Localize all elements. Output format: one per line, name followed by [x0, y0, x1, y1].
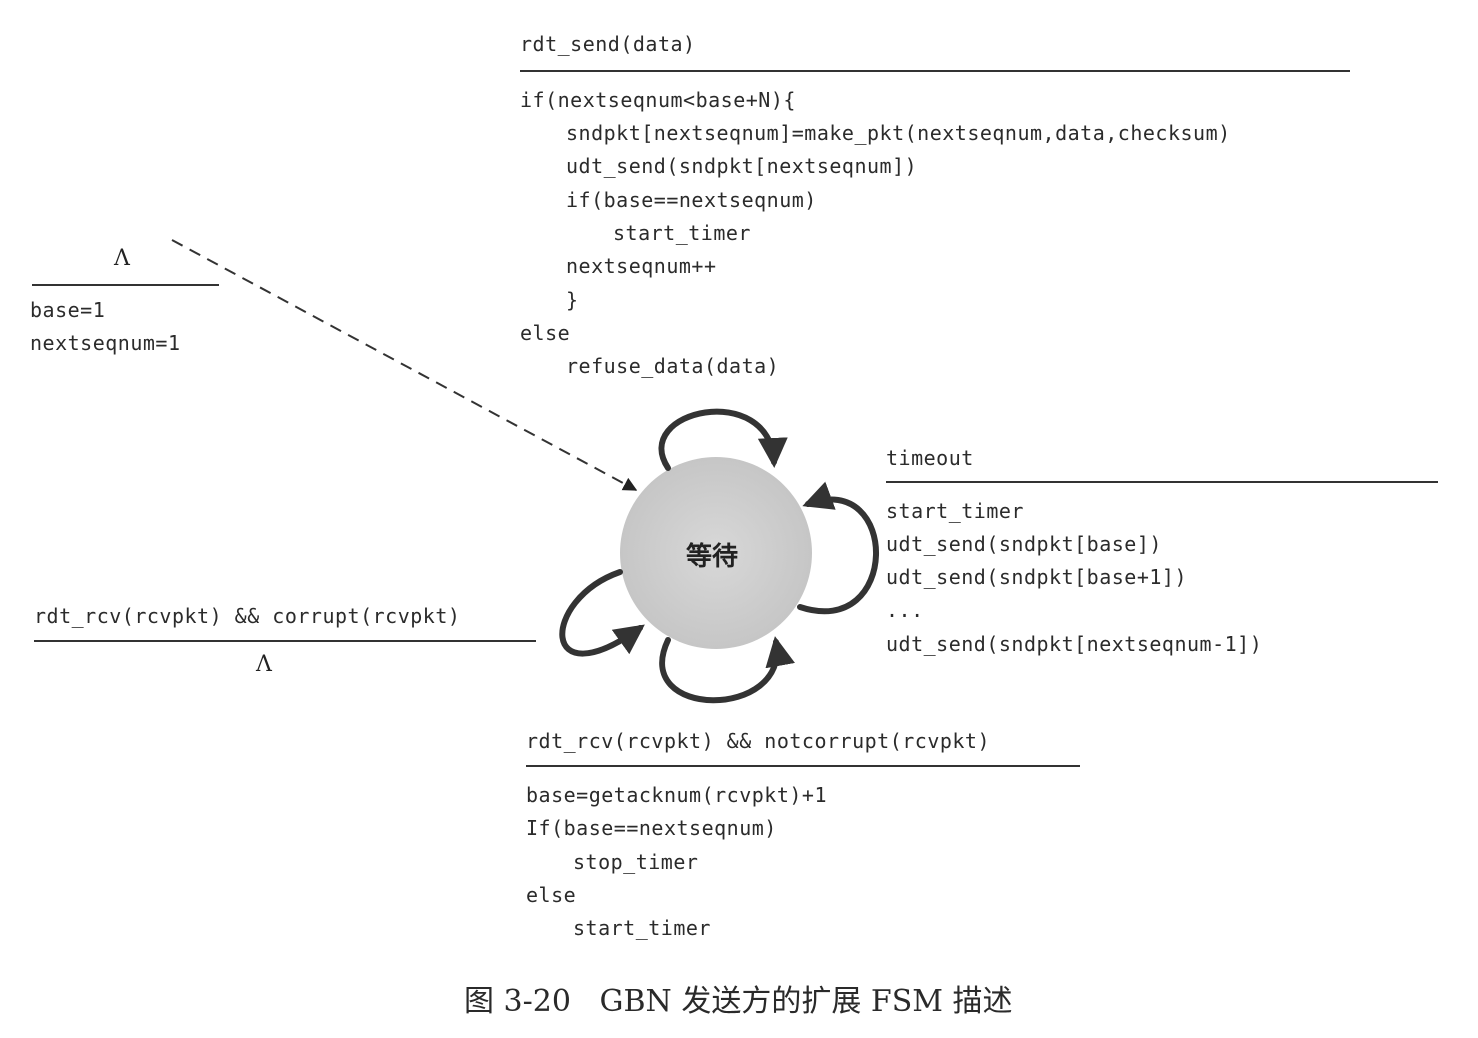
send-action-line: if(base==nextseqnum): [566, 188, 817, 212]
timeout-action-line: udt_send(sndpkt[base]): [886, 532, 1162, 556]
notcorrupt-action-line: else: [526, 883, 577, 907]
timeout-self-loop: [797, 481, 879, 615]
timeout-action-line: udt_send(sndpkt[base+1]): [886, 565, 1187, 589]
init-action-base: base=1: [30, 298, 106, 322]
timeout-action-line: ...: [886, 598, 924, 622]
notcorrupt-action-line: stop_timer: [573, 850, 699, 874]
send-action-line: }: [566, 288, 579, 312]
figure-number: 图 3-20: [464, 984, 571, 1019]
send-action-line: if(nextseqnum<base+N){: [520, 88, 796, 112]
init-action-nextseqnum: nextseqnum=1: [30, 331, 181, 355]
figure-caption: 图 3-20 GBN 发送方的扩展 FSM 描述: [464, 976, 1013, 1020]
timeout-action-line: udt_send(sndpkt[nextseqnum-1]): [886, 632, 1263, 656]
corrupt-event: rdt_rcv(rcvpkt) && corrupt(rcvpkt): [34, 604, 461, 628]
figure-title: GBN 发送方的扩展 FSM 描述: [599, 984, 1013, 1019]
send-action-line: else: [520, 321, 571, 345]
send-event: rdt_send(data): [520, 32, 696, 56]
notcorrupt-action-line: base=getacknum(rcvpkt)+1: [526, 783, 827, 807]
notcorrupt-self-loop: [659, 636, 795, 704]
notcorrupt-divider: [526, 765, 1080, 767]
wait-state-label: 等待: [686, 542, 739, 572]
notcorrupt-action-line: If(base==nextseqnum): [526, 816, 777, 840]
timeout-divider: [886, 481, 1438, 483]
corrupt-action-lambda: Λ: [256, 652, 272, 677]
send-action-line: sndpkt[nextseqnum]=make_pkt(nextseqnum,d…: [566, 121, 1231, 145]
send-action-line: start_timer: [613, 221, 751, 245]
send-self-loop: [658, 408, 788, 471]
notcorrupt-event: rdt_rcv(rcvpkt) && notcorrupt(rcvpkt): [526, 729, 991, 753]
initial-transition-arrow: [171, 239, 638, 491]
corrupt-divider: [34, 640, 536, 642]
corrupt-self-loop: [559, 569, 645, 657]
send-action-line: refuse_data(data): [566, 354, 780, 378]
send-action-line: nextseqnum++: [566, 254, 717, 278]
send-action-line: udt_send(sndpkt[nextseqnum]): [566, 154, 918, 178]
notcorrupt-action-line: start_timer: [573, 916, 711, 940]
send-divider: [520, 70, 1350, 72]
timeout-action-line: start_timer: [886, 499, 1024, 523]
init-event-lambda: Λ: [114, 246, 130, 271]
timeout-event: timeout: [886, 446, 974, 470]
init-divider: [32, 284, 219, 286]
wait-state-circle: [620, 457, 812, 649]
